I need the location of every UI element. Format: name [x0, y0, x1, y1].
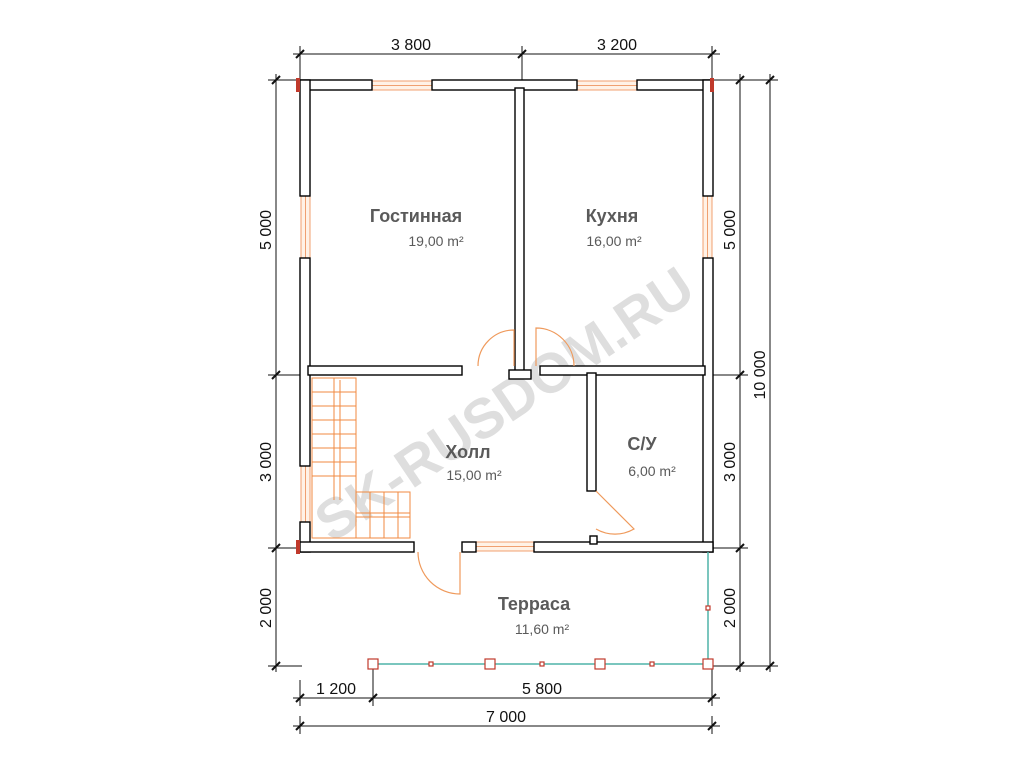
door-entrance: [417, 551, 461, 595]
corner-markers: [296, 78, 714, 554]
dim-right-total: 10 000: [752, 350, 769, 399]
watermark: SK-RUSDOM.RU: [303, 254, 704, 553]
room-labels: Гостинная 19,00 m² Кухня 16,00 m² Холл 1…: [370, 206, 676, 637]
dim-bottom-left: 1 200: [316, 681, 356, 698]
dim-left-middle: 3 000: [258, 442, 275, 482]
room-hall-area: 15,00 m²: [446, 467, 502, 483]
dim-left-lower: 2 000: [258, 588, 275, 628]
stairs: [311, 377, 411, 539]
room-hall-name: Холл: [445, 442, 490, 462]
dim-right-lower: 2 000: [722, 588, 739, 628]
dim-top-right: 3 200: [597, 37, 637, 54]
dim-right-middle: 3 000: [722, 442, 739, 482]
room-kitchen-area: 16,00 m²: [586, 233, 642, 249]
dimension-right: 5 000 3 000 2 000: [712, 74, 748, 672]
room-terrace-area: 11,60 m²: [515, 621, 570, 637]
terrace-railing: [367, 552, 714, 670]
dim-top-left: 3 800: [391, 37, 431, 54]
walls: [297, 79, 714, 553]
room-living-name: Гостинная: [370, 206, 462, 226]
room-terrace-name: Терраса: [498, 594, 571, 614]
dimension-right-total: 10 000: [748, 74, 778, 672]
room-wc-name: С/У: [627, 434, 657, 454]
door-kitchen: [535, 327, 575, 367]
room-kitchen-name: Кухня: [586, 206, 639, 226]
doors: [417, 327, 635, 595]
dimension-top: 3 800 3 200: [293, 37, 720, 80]
dim-right-upper: 5 000: [722, 210, 739, 250]
room-living-area: 19,00 m²: [408, 233, 464, 249]
dimension-bottom: 1 200 5 800 7 000: [293, 666, 720, 734]
dim-bottom-right: 5 800: [522, 681, 562, 698]
door-living: [477, 329, 515, 367]
dimension-left: 5 000 3 000 2 000: [258, 74, 302, 672]
dim-bottom-total: 7 000: [486, 709, 526, 726]
dim-left-upper: 5 000: [258, 210, 275, 250]
door-wc: [595, 490, 635, 535]
room-wc-area: 6,00 m²: [628, 463, 676, 479]
